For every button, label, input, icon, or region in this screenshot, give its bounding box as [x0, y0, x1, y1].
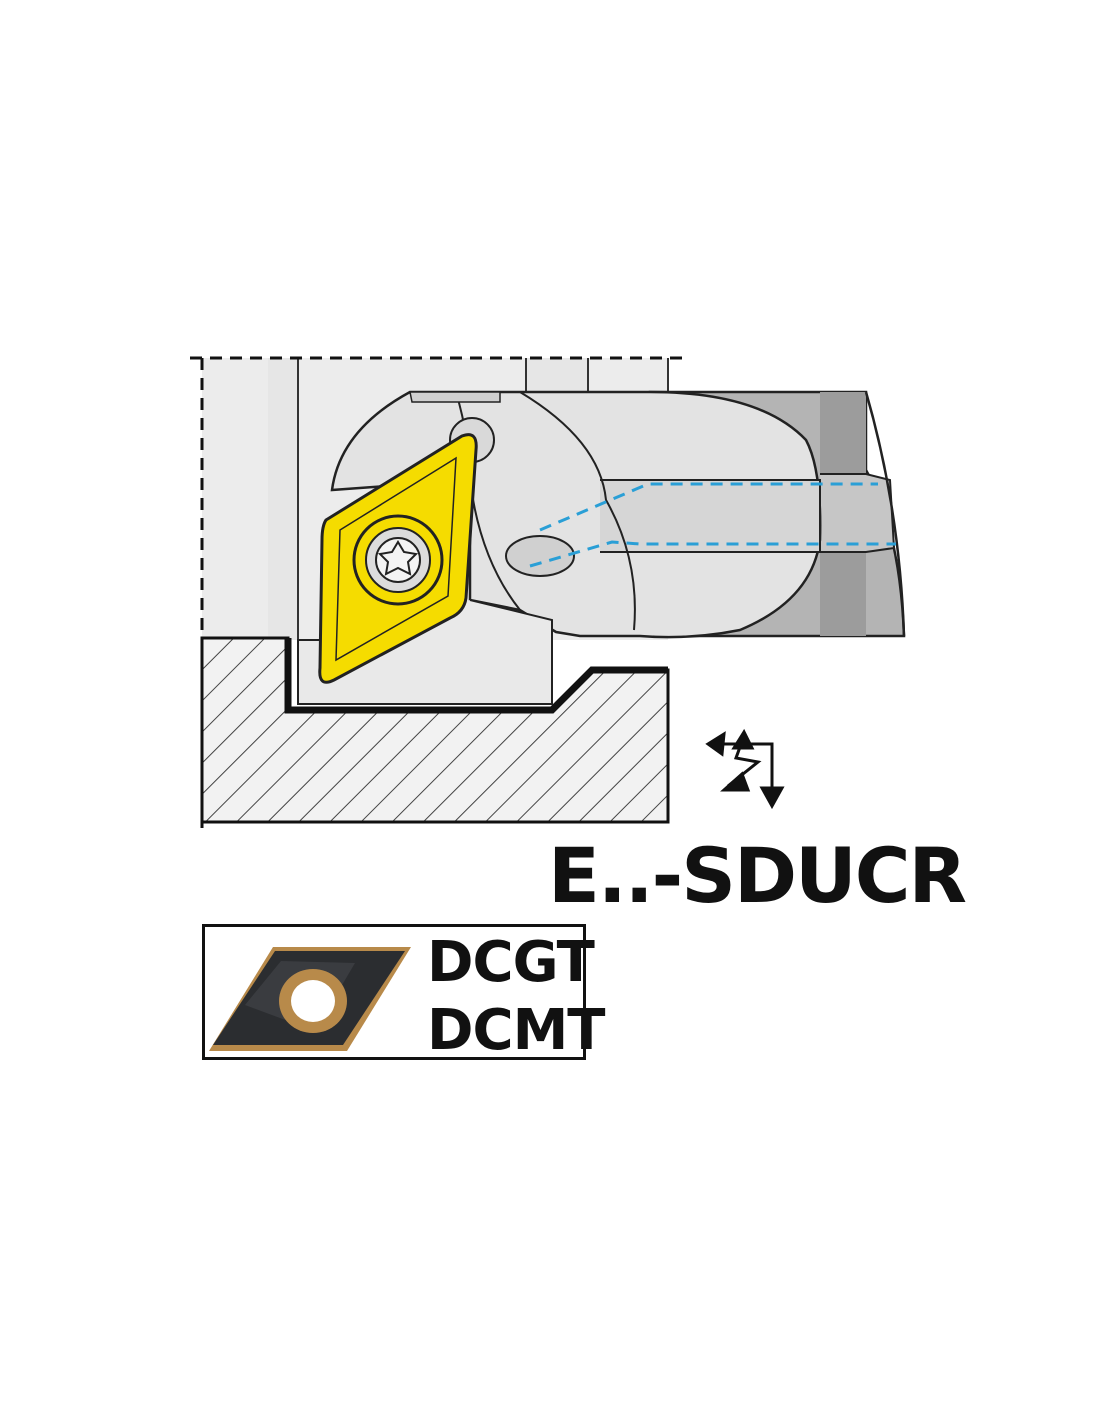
- insert-photo: [209, 947, 411, 1051]
- machined-contour: [284, 638, 668, 714]
- feed-direction-arrows-icon: [705, 728, 785, 810]
- model-designation: E..-SDUCR: [548, 831, 967, 920]
- insert-code-dcmt: DCMT: [427, 998, 606, 1063]
- coolant-channels: [529, 482, 896, 568]
- cutting-insert: [318, 433, 478, 684]
- insert-code-dcgt: DCGT: [427, 930, 595, 995]
- insert-compatibility-box: DCGT DCMT: [202, 924, 606, 1060]
